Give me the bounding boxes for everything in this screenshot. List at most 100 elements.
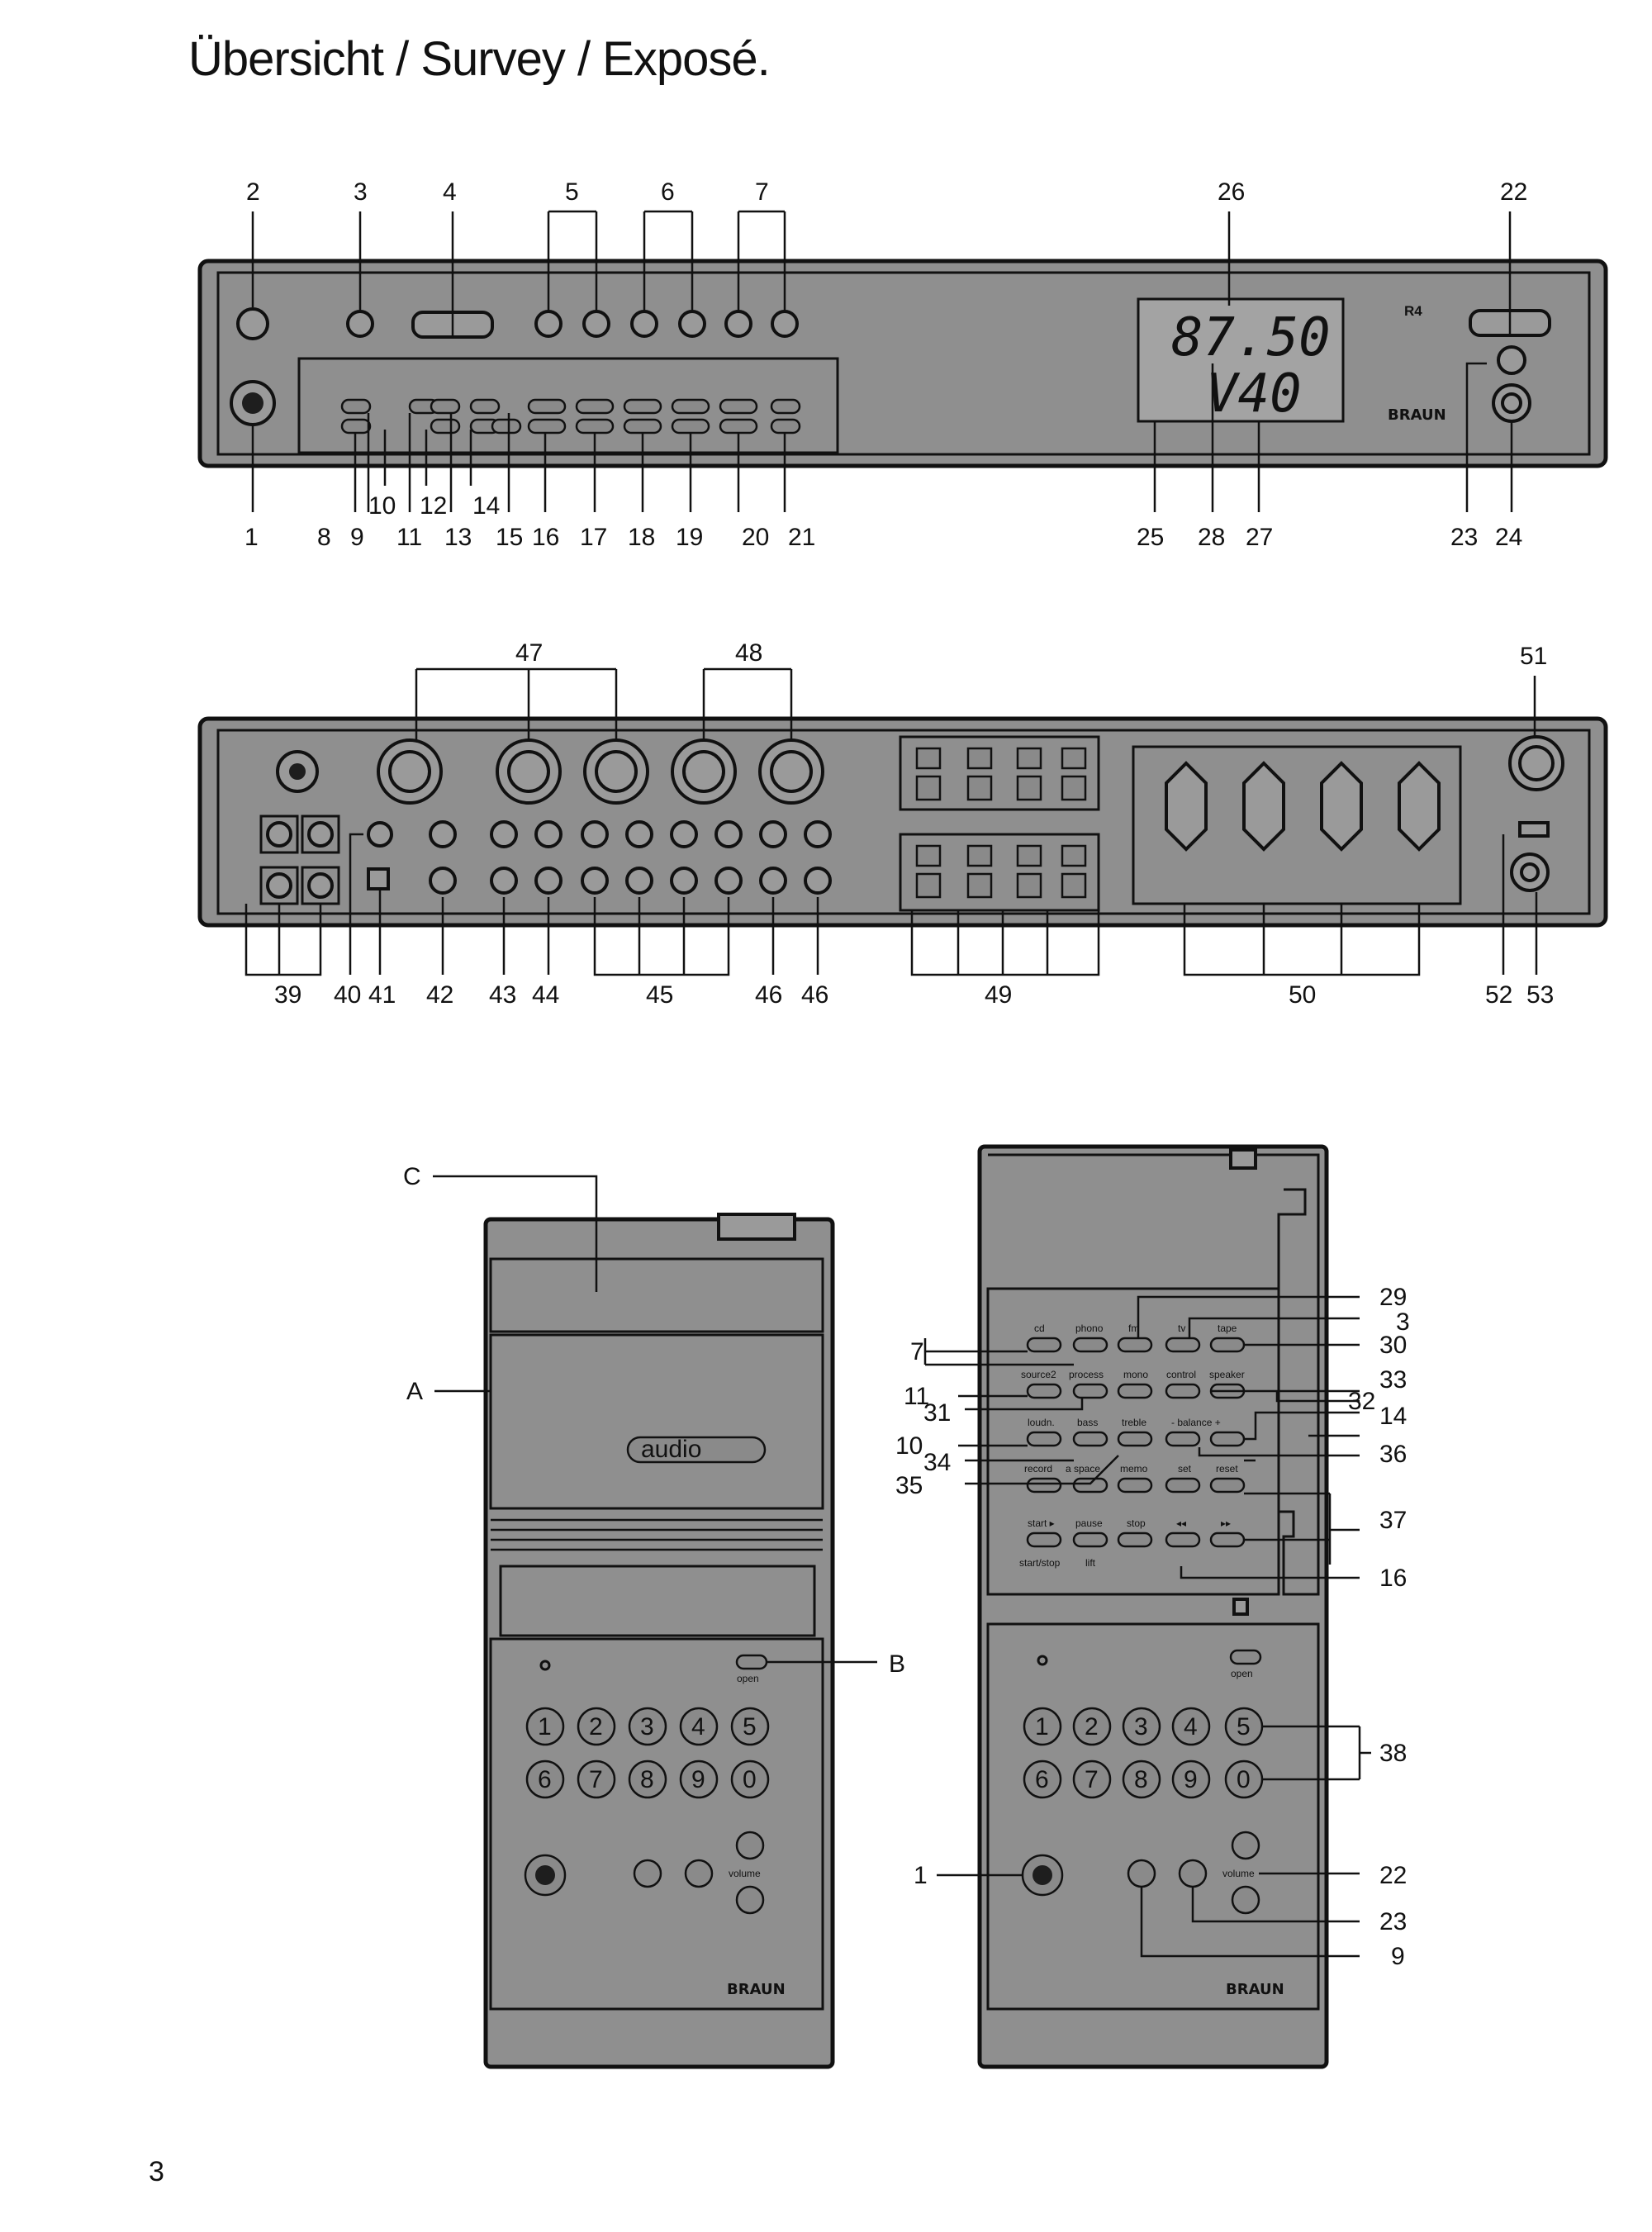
callout: 40 <box>334 981 361 1009</box>
callout: 29 <box>1379 1284 1407 1311</box>
open-button[interactable] <box>1229 1649 1262 1665</box>
volume-down-button[interactable] <box>735 1885 765 1915</box>
callout: 11 <box>904 1383 929 1410</box>
digit-key[interactable] <box>577 1759 616 1799</box>
callout: 46 <box>755 981 782 1009</box>
digit-key[interactable] <box>679 1707 719 1746</box>
svg-text:4: 4 <box>1184 1713 1198 1740</box>
digit-key[interactable] <box>628 1707 667 1746</box>
volume-down-button[interactable] <box>1231 1885 1260 1915</box>
volume-up-button[interactable] <box>735 1831 765 1860</box>
svg-text:6: 6 <box>538 1766 552 1793</box>
callout: 4 <box>443 178 457 206</box>
digit-key[interactable] <box>679 1759 719 1799</box>
svg-text:fm: fm <box>1128 1323 1139 1334</box>
callout: 23 <box>1450 524 1478 551</box>
callout: A <box>406 1378 423 1405</box>
standby-button[interactable] <box>633 1859 662 1888</box>
mute-button[interactable] <box>684 1859 714 1888</box>
callout: 9 <box>1391 1943 1405 1970</box>
voltage-switch <box>1518 821 1550 838</box>
svg-text:0: 0 <box>743 1766 757 1793</box>
svg-text:0: 0 <box>1237 1766 1251 1793</box>
callout: 3 <box>1396 1308 1410 1336</box>
remote-brand: BRAUN <box>727 1981 786 1998</box>
digit-key[interactable] <box>730 1707 770 1746</box>
callout: 31 <box>923 1399 951 1427</box>
callout: 23 <box>1379 1908 1407 1935</box>
rear-callouts: 47 48 51 39 40 41 42 43 44 45 46 46 49 5… <box>244 639 1554 1009</box>
svg-text:2: 2 <box>589 1713 603 1740</box>
callout: 50 <box>1289 981 1316 1009</box>
mute-button[interactable] <box>1178 1859 1208 1888</box>
audio-label: audio <box>641 1436 701 1463</box>
volume-up-button[interactable] <box>1231 1831 1260 1860</box>
svg-text:source2: source2 <box>1021 1369 1056 1380</box>
digit-key[interactable] <box>525 1707 565 1746</box>
digit-key[interactable] <box>525 1759 565 1799</box>
open-label: open <box>737 1673 759 1684</box>
callout: 42 <box>426 981 453 1009</box>
svg-text:reset: reset <box>1216 1463 1238 1475</box>
callout: 25 <box>1137 524 1164 551</box>
front-panel: 87.50 V40 R4 BRAUN <box>197 259 1608 468</box>
callout: 20 <box>742 524 769 551</box>
callout: 8 <box>317 524 331 551</box>
speaker-clamps <box>915 747 1087 899</box>
page-title: Übersicht / Survey / Exposé. <box>188 32 771 86</box>
digit-key[interactable] <box>577 1707 616 1746</box>
open-button[interactable] <box>735 1654 768 1670</box>
volume-label: volume <box>729 1868 761 1879</box>
remote-brand: BRAUN <box>1226 1981 1284 1998</box>
svg-text:4: 4 <box>691 1713 705 1740</box>
callout: 17 <box>580 524 607 551</box>
svg-text:treble: treble <box>1122 1417 1146 1428</box>
callout: 34 <box>923 1449 951 1476</box>
svg-text:start/stop: start/stop <box>1019 1557 1061 1569</box>
callout: B <box>889 1650 905 1678</box>
svg-text:record: record <box>1024 1463 1052 1475</box>
display-volume: V40 <box>1206 363 1302 425</box>
callout: 44 <box>532 981 559 1009</box>
power-knob <box>236 307 269 340</box>
callout: 10 <box>895 1432 923 1460</box>
callout: 15 <box>496 524 523 551</box>
callout: 43 <box>489 981 516 1009</box>
callout: 39 <box>274 981 301 1009</box>
callout: 28 <box>1198 524 1225 551</box>
svg-text:set: set <box>1178 1463 1192 1475</box>
callout: 7 <box>755 178 769 206</box>
svg-text:pause: pause <box>1075 1517 1103 1529</box>
callout: 21 <box>788 524 815 551</box>
callout: 49 <box>985 981 1012 1009</box>
svg-text:7: 7 <box>1085 1766 1099 1793</box>
mute-knob <box>1497 345 1526 375</box>
callout: 52 <box>1485 981 1512 1009</box>
svg-text:mono: mono <box>1123 1369 1148 1380</box>
callout: 46 <box>801 981 828 1009</box>
callout: 30 <box>1379 1332 1407 1359</box>
callout: 36 <box>1379 1441 1407 1468</box>
callout: 45 <box>646 981 673 1009</box>
callout: 5 <box>565 178 579 206</box>
callout: 33 <box>1379 1366 1407 1394</box>
digit-key[interactable] <box>730 1759 770 1799</box>
digit-key[interactable] <box>628 1759 667 1799</box>
digit-keys-closed: 1 2 3 4 5 6 7 8 9 0 <box>525 1707 770 1799</box>
callout: 37 <box>1379 1507 1407 1534</box>
speaker-remote-socket <box>1518 745 1555 781</box>
callout: 47 <box>515 639 543 667</box>
callout: 14 <box>1379 1403 1407 1430</box>
standby-button[interactable] <box>1127 1859 1156 1888</box>
callout: 26 <box>1218 178 1245 206</box>
callout: 51 <box>1520 643 1547 670</box>
svg-text:lift: lift <box>1085 1557 1096 1569</box>
callout: 22 <box>1500 178 1527 206</box>
front-display <box>1137 297 1345 423</box>
svg-text:8: 8 <box>1134 1766 1148 1793</box>
svg-text:5: 5 <box>743 1713 757 1740</box>
rca-sockets <box>429 820 832 895</box>
callout: 9 <box>350 524 364 551</box>
svg-text:phono: phono <box>1075 1323 1104 1334</box>
